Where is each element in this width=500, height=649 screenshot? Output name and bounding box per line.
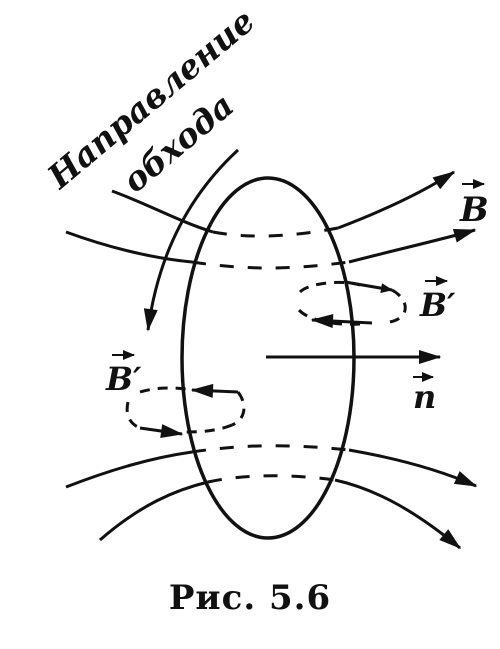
field-label-induced-left: B′ [105,350,142,398]
normal-label-text: n [413,378,436,416]
field-line-3-back [191,444,350,454]
field-line-2-right [348,228,477,264]
traversal-arrow [143,148,240,332]
field-line-1-back [212,226,339,238]
figure-caption: Рис. 5.6 [168,578,332,618]
field-lines [65,170,478,550]
field-label-induced-right-text: B′ [419,286,456,324]
normal-label: n [413,372,436,416]
field-label-induced-right: B′ [419,276,456,324]
field-label-main-text: B [459,190,489,230]
field-label-induced-left-text: B′ [105,360,142,398]
induced-field-loop-right [294,280,407,329]
field-line-4-right [334,478,462,550]
field-line-3-left [65,450,193,489]
field-line-3-right [348,448,478,488]
field-line-4-left [99,480,209,542]
traversal-label: Направление обхода [39,1,262,200]
field-label-main: B [459,179,489,230]
field-line-2-left [65,230,193,264]
field-line-4-back [207,474,336,484]
field-line-1-left [111,189,214,234]
field-line-2-back [191,260,350,270]
induced-field-loop-left [125,383,246,438]
field-line-1-right [337,170,456,230]
